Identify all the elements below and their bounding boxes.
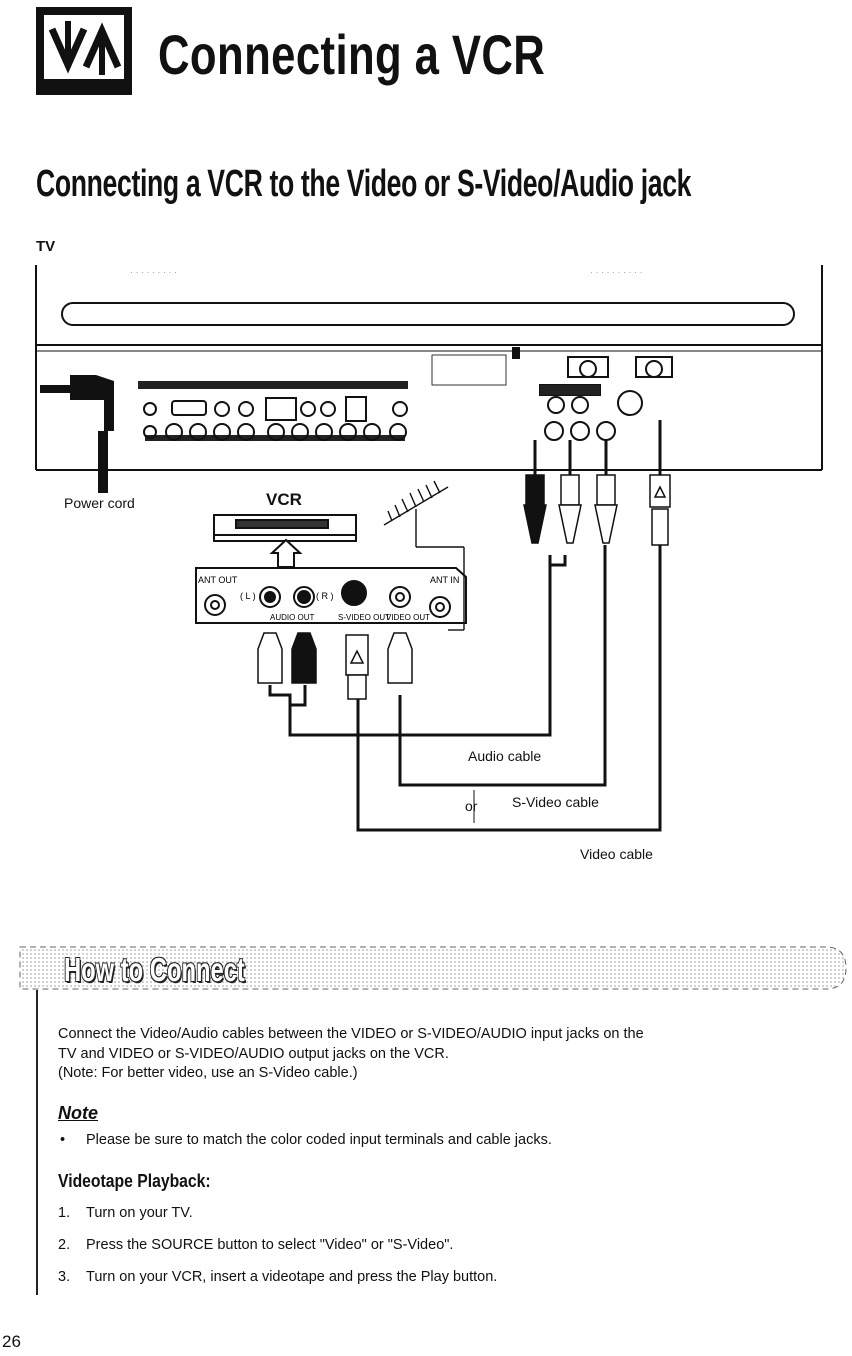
ant-in-label: ANT IN [430, 575, 459, 585]
step-1: 1. Turn on your TV. [58, 1205, 193, 1221]
tv-back-panel: · · · · · · · · · · · · · · · · · · · [35, 265, 823, 471]
step-3: 3. Turn on your VCR, insert a videotape a… [58, 1269, 497, 1285]
step-text: Press the SOURCE button to select "Video… [86, 1237, 454, 1253]
video-cable-label: Video cable [580, 846, 653, 862]
playback-heading: Videotape Playback: [58, 1170, 211, 1191]
vcr-jacks [204, 580, 451, 618]
step-number: 2. [58, 1237, 71, 1253]
jack-right-label: ( R ) [316, 591, 334, 601]
vcr-label: VCR [266, 490, 302, 509]
section-heading: Connecting a VCR to the Video or S-Video… [36, 163, 692, 205]
how-to-connect-banner [19, 946, 847, 990]
note-bullet: • [60, 1132, 66, 1148]
intro-line-1: Connect the Video/Audio cables between t… [58, 1026, 644, 1042]
svg-text:· · · · · · · · · ·: · · · · · · · · · · [590, 267, 642, 277]
note-item: • Please be sure to match the color coded… [60, 1132, 552, 1148]
jack-left-label: ( L ) [240, 591, 256, 601]
power-cord [40, 375, 114, 493]
intro-note: (Note: For better video, use an S-Video … [58, 1065, 358, 1081]
section-rule [36, 990, 38, 1295]
vcr-side-plugs [257, 632, 413, 700]
power-cord-label: Power cord [64, 495, 135, 511]
connection-diagram: TV · · · · · · · · · · · · · · · · · · · [35, 238, 823, 862]
vcr-unit [195, 514, 467, 624]
intro-line-2: TV and VIDEO or S-VIDEO/AUDIO output jac… [58, 1046, 449, 1062]
step-text: Turn on your TV. [86, 1205, 193, 1221]
how-to-connect-heading: How to Connect [64, 951, 245, 988]
input-output-arrows-icon [36, 7, 132, 95]
or-label: or [465, 798, 478, 814]
ant-out-label: ANT OUT [198, 575, 238, 585]
tv-side-plugs [523, 474, 671, 546]
step-text: Turn on your VCR, insert a videotape and… [86, 1269, 498, 1285]
audio-cable-label: Audio cable [468, 748, 541, 764]
video-out-label: VIDEO OUT [386, 613, 430, 622]
svg-text:· · · · · · · · ·: · · · · · · · · · [130, 267, 177, 277]
step-number: 1. [58, 1205, 71, 1221]
antenna [383, 480, 465, 631]
step-2: 2. Press the SOURCE button to select "Vid… [58, 1237, 453, 1253]
page-number: 26 [2, 1332, 21, 1351]
tv-label: TV [36, 238, 55, 255]
note-text: Please be sure to match the color coded … [86, 1132, 552, 1148]
s-video-cable-label: S-Video cable [512, 794, 599, 810]
step-number: 3. [58, 1269, 71, 1285]
note-heading: Note [58, 1103, 98, 1123]
audio-out-label: AUDIO OUT [270, 613, 315, 622]
page-title: Connecting a VCR [158, 23, 546, 86]
cables [268, 420, 662, 832]
s-video-out-label: S-VIDEO OUT [338, 613, 390, 622]
